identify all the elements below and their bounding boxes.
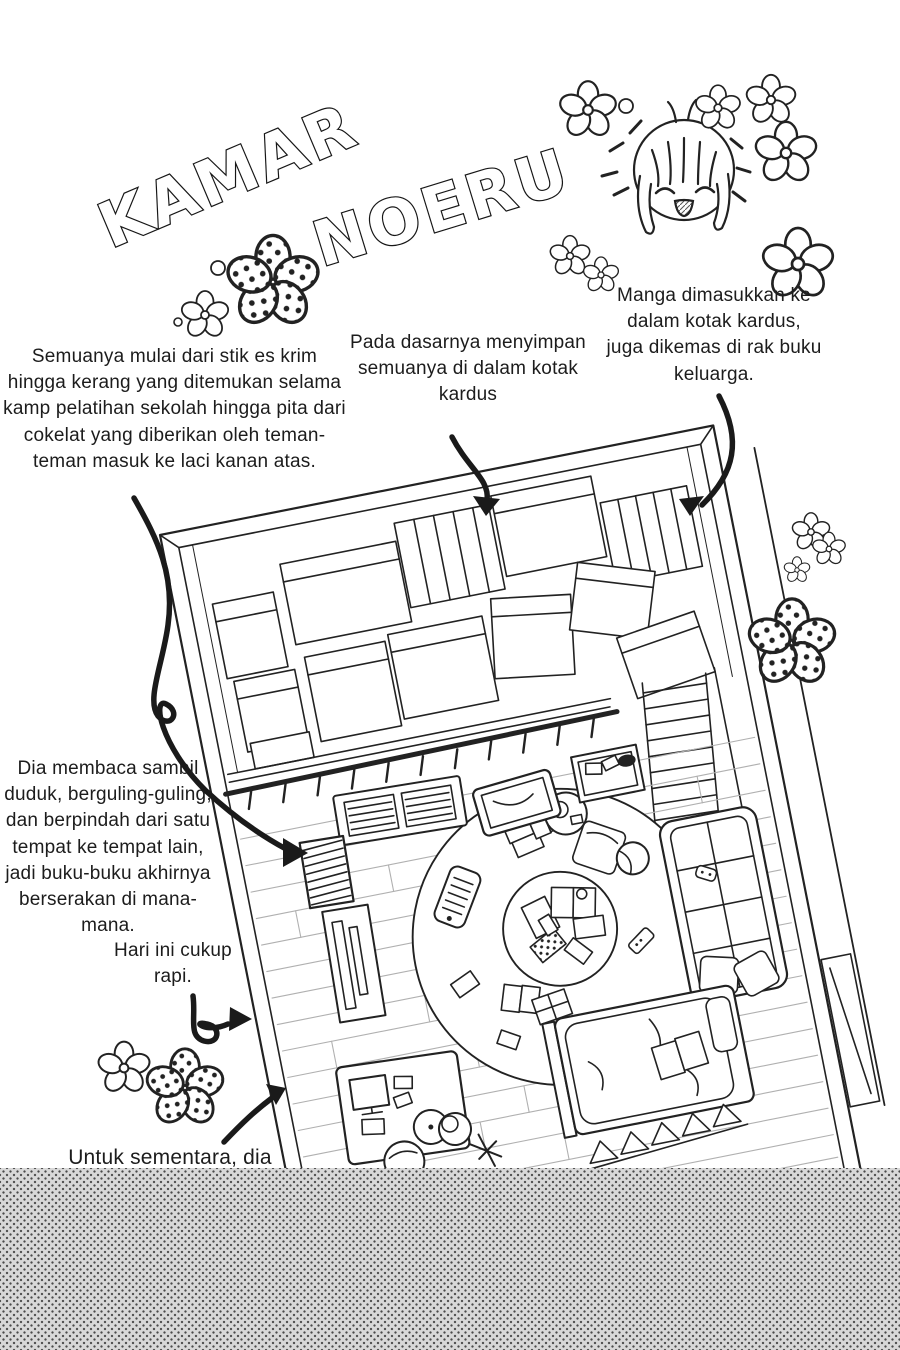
arrow-tidy: [190, 993, 252, 1045]
sofa: [658, 806, 789, 1003]
sparkle-dashes: [600, 119, 752, 203]
note-manga: Manga dimasukkan ke dalam kotak kardus, …: [606, 285, 822, 385]
heater: [433, 865, 482, 929]
dresser: [332, 775, 468, 847]
note-tidy: Hari ini cukup rapi.: [114, 940, 232, 988]
flower-icon: [743, 73, 799, 127]
craft-sticks: [469, 1133, 503, 1167]
side-shelf: [570, 743, 646, 804]
arrow-boxes: [449, 434, 500, 516]
hat: [437, 1112, 472, 1147]
note-reading: Dia membaca sambil duduk, berguling-guli…: [4, 758, 212, 937]
flower-icon: [751, 120, 821, 186]
arrow-manga-shelf: [679, 393, 736, 516]
bookshelf: [298, 834, 355, 910]
flower-icon: [556, 80, 620, 141]
flower-decorations: [95, 73, 848, 1130]
bed: [541, 984, 755, 1139]
chibi-face: [600, 98, 752, 235]
note-drawer: Semuanya mulai dari stik es krim hingga …: [3, 346, 346, 472]
cardboard-boxes: [211, 475, 716, 770]
sliding-door: [820, 953, 881, 1108]
dot-icon: [210, 260, 226, 276]
flower-icon: [782, 556, 812, 584]
room-plan: [158, 424, 886, 1282]
note-bottom: Untuk sementara, dia: [68, 1146, 272, 1169]
dotted-flower-icon: [141, 1047, 229, 1130]
loft-railing: [223, 697, 620, 811]
arrow-reading: [131, 495, 308, 867]
dot-icon: [173, 317, 183, 327]
halftone-band: [0, 1168, 900, 1350]
low-cabinet: [321, 903, 387, 1024]
corridor-wall: [753, 446, 886, 1107]
paper-decorations: [584, 1103, 749, 1172]
round-table: [502, 870, 619, 987]
flower-icon: [178, 290, 232, 341]
annotation-arrows: [131, 393, 736, 1145]
flower-icon: [95, 1040, 153, 1096]
tv: [472, 768, 562, 837]
arrow-bottom: [221, 1084, 286, 1145]
dotted-flower-icon: [221, 233, 325, 332]
ball: [615, 841, 650, 876]
dotted-flower-icon: [743, 597, 841, 690]
page-title: KAMAR NOERU: [87, 87, 581, 282]
dot-icon: [618, 98, 634, 114]
desk: [335, 1050, 471, 1166]
note-boxes: Pada dasarnya menyimpan semuanya di dala…: [350, 332, 586, 406]
